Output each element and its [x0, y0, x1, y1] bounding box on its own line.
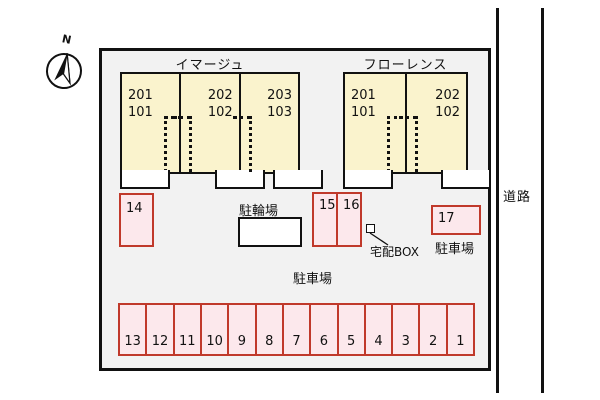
parking-stall-15[interactable]: 15: [312, 192, 338, 247]
unit-image-202-102: 202 102: [173, 74, 266, 189]
stall-label: 9: [237, 334, 247, 349]
compass-rose-icon: N: [36, 32, 92, 94]
delivery-box-leader-line: [369, 232, 389, 246]
stall-label: 4: [374, 334, 383, 349]
stall-label: 17: [438, 211, 455, 226]
compass-rose-svg: [46, 53, 82, 89]
parking-stall-4[interactable]: 4: [363, 303, 394, 356]
stall-label: 12: [151, 334, 169, 349]
parking-stall-14[interactable]: 14: [119, 193, 154, 247]
road-edge-inner: [496, 8, 499, 393]
entrance-stoop: [120, 170, 170, 189]
unit-partition-dash: [189, 116, 193, 172]
parking-stall-5[interactable]: 5: [336, 303, 366, 356]
unit-partition-dash: [164, 116, 167, 172]
unit-image-201-101: 201 101: [120, 74, 182, 189]
stall-label: 10: [206, 334, 223, 349]
unit-image-203-103: 203 103: [232, 74, 323, 189]
parking-stall-8[interactable]: 8: [254, 303, 284, 356]
parking-stall-13[interactable]: 13: [118, 303, 148, 356]
parking-stall-12[interactable]: 12: [145, 303, 175, 356]
unit-partition-dash: [248, 116, 252, 172]
parking-stall-row: 13 12 11 10 9 8 7 6 5 4 3 2 1: [118, 303, 476, 356]
delivery-box-marker[interactable]: [366, 224, 375, 233]
entrance-stoop: [272, 170, 323, 189]
stall-label: 7: [292, 334, 301, 349]
building-image: 201 101 202 102 203 103: [120, 72, 323, 189]
unit-number-lower: 101: [351, 105, 376, 120]
parking-stall-11[interactable]: 11: [172, 303, 202, 356]
building-title-florence: フローレンス: [363, 58, 448, 73]
unit-number-upper: 201: [351, 88, 376, 103]
unit-number-lower: 102: [207, 105, 233, 120]
bicycle-parking-label: 駐輪場: [239, 204, 279, 219]
delivery-box-label: 宅配BOX: [370, 245, 419, 259]
stall-label: 11: [179, 334, 196, 349]
stall-label: 6: [319, 334, 328, 349]
unit-number-upper: 202: [435, 88, 460, 103]
parking-stall-9[interactable]: 9: [227, 303, 257, 356]
unit-partition-dash: [414, 116, 418, 172]
parking-stall-17[interactable]: 17: [431, 205, 481, 235]
road-label: 道路: [503, 190, 532, 205]
parking-stall-3[interactable]: 3: [391, 303, 421, 356]
unit-partition-dash: [398, 116, 417, 119]
parking-stall-10[interactable]: 10: [199, 303, 230, 356]
unit-number-lower: 103: [267, 105, 292, 120]
unit-number-upper: 202: [207, 88, 233, 103]
stall-label: 8: [265, 334, 274, 349]
parking-lot-right-label: 駐車場: [435, 242, 475, 257]
stall-label: 1: [456, 334, 465, 349]
stall-label: 15: [319, 198, 336, 213]
stall-label: 16: [343, 198, 360, 213]
unit-number-upper: 203: [267, 88, 292, 103]
building-title-image: イマージュ: [175, 58, 245, 73]
unit-partition-dash: [387, 116, 390, 172]
stall-label: 14: [126, 201, 143, 216]
road-edge-outer: [541, 8, 544, 393]
unit-florence-201-101: 201 101: [343, 74, 407, 189]
parking-stall-1[interactable]: 1: [445, 303, 476, 356]
stall-label: 5: [347, 334, 356, 349]
parking-stall-16[interactable]: 16: [336, 192, 362, 247]
stall-label: 13: [124, 334, 141, 349]
unit-number-lower: 101: [128, 105, 153, 120]
parking-stall-6[interactable]: 6: [309, 303, 339, 356]
entrance-stoop: [440, 170, 491, 189]
unit-partition-dash: [232, 116, 251, 119]
stall-label: 2: [428, 334, 438, 349]
building-florence: 201 101 202 102: [343, 72, 491, 189]
parking-stall-7[interactable]: 7: [281, 303, 312, 356]
entrance-stoop: [343, 170, 393, 189]
parking-lot-center-label: 駐車場: [293, 272, 333, 287]
unit-number-lower: 102: [435, 105, 460, 120]
parking-stall-2[interactable]: 2: [418, 303, 448, 356]
unit-florence-202-102: 202 102: [398, 74, 491, 189]
stall-label: 3: [401, 334, 410, 349]
unit-number-upper: 201: [128, 88, 153, 103]
unit-partition-dash: [173, 116, 192, 119]
unit-partition-dash: [164, 116, 182, 119]
entrance-stoop: [215, 170, 266, 189]
unit-partition-dash: [387, 116, 403, 119]
bicycle-parking-area: [238, 217, 302, 247]
